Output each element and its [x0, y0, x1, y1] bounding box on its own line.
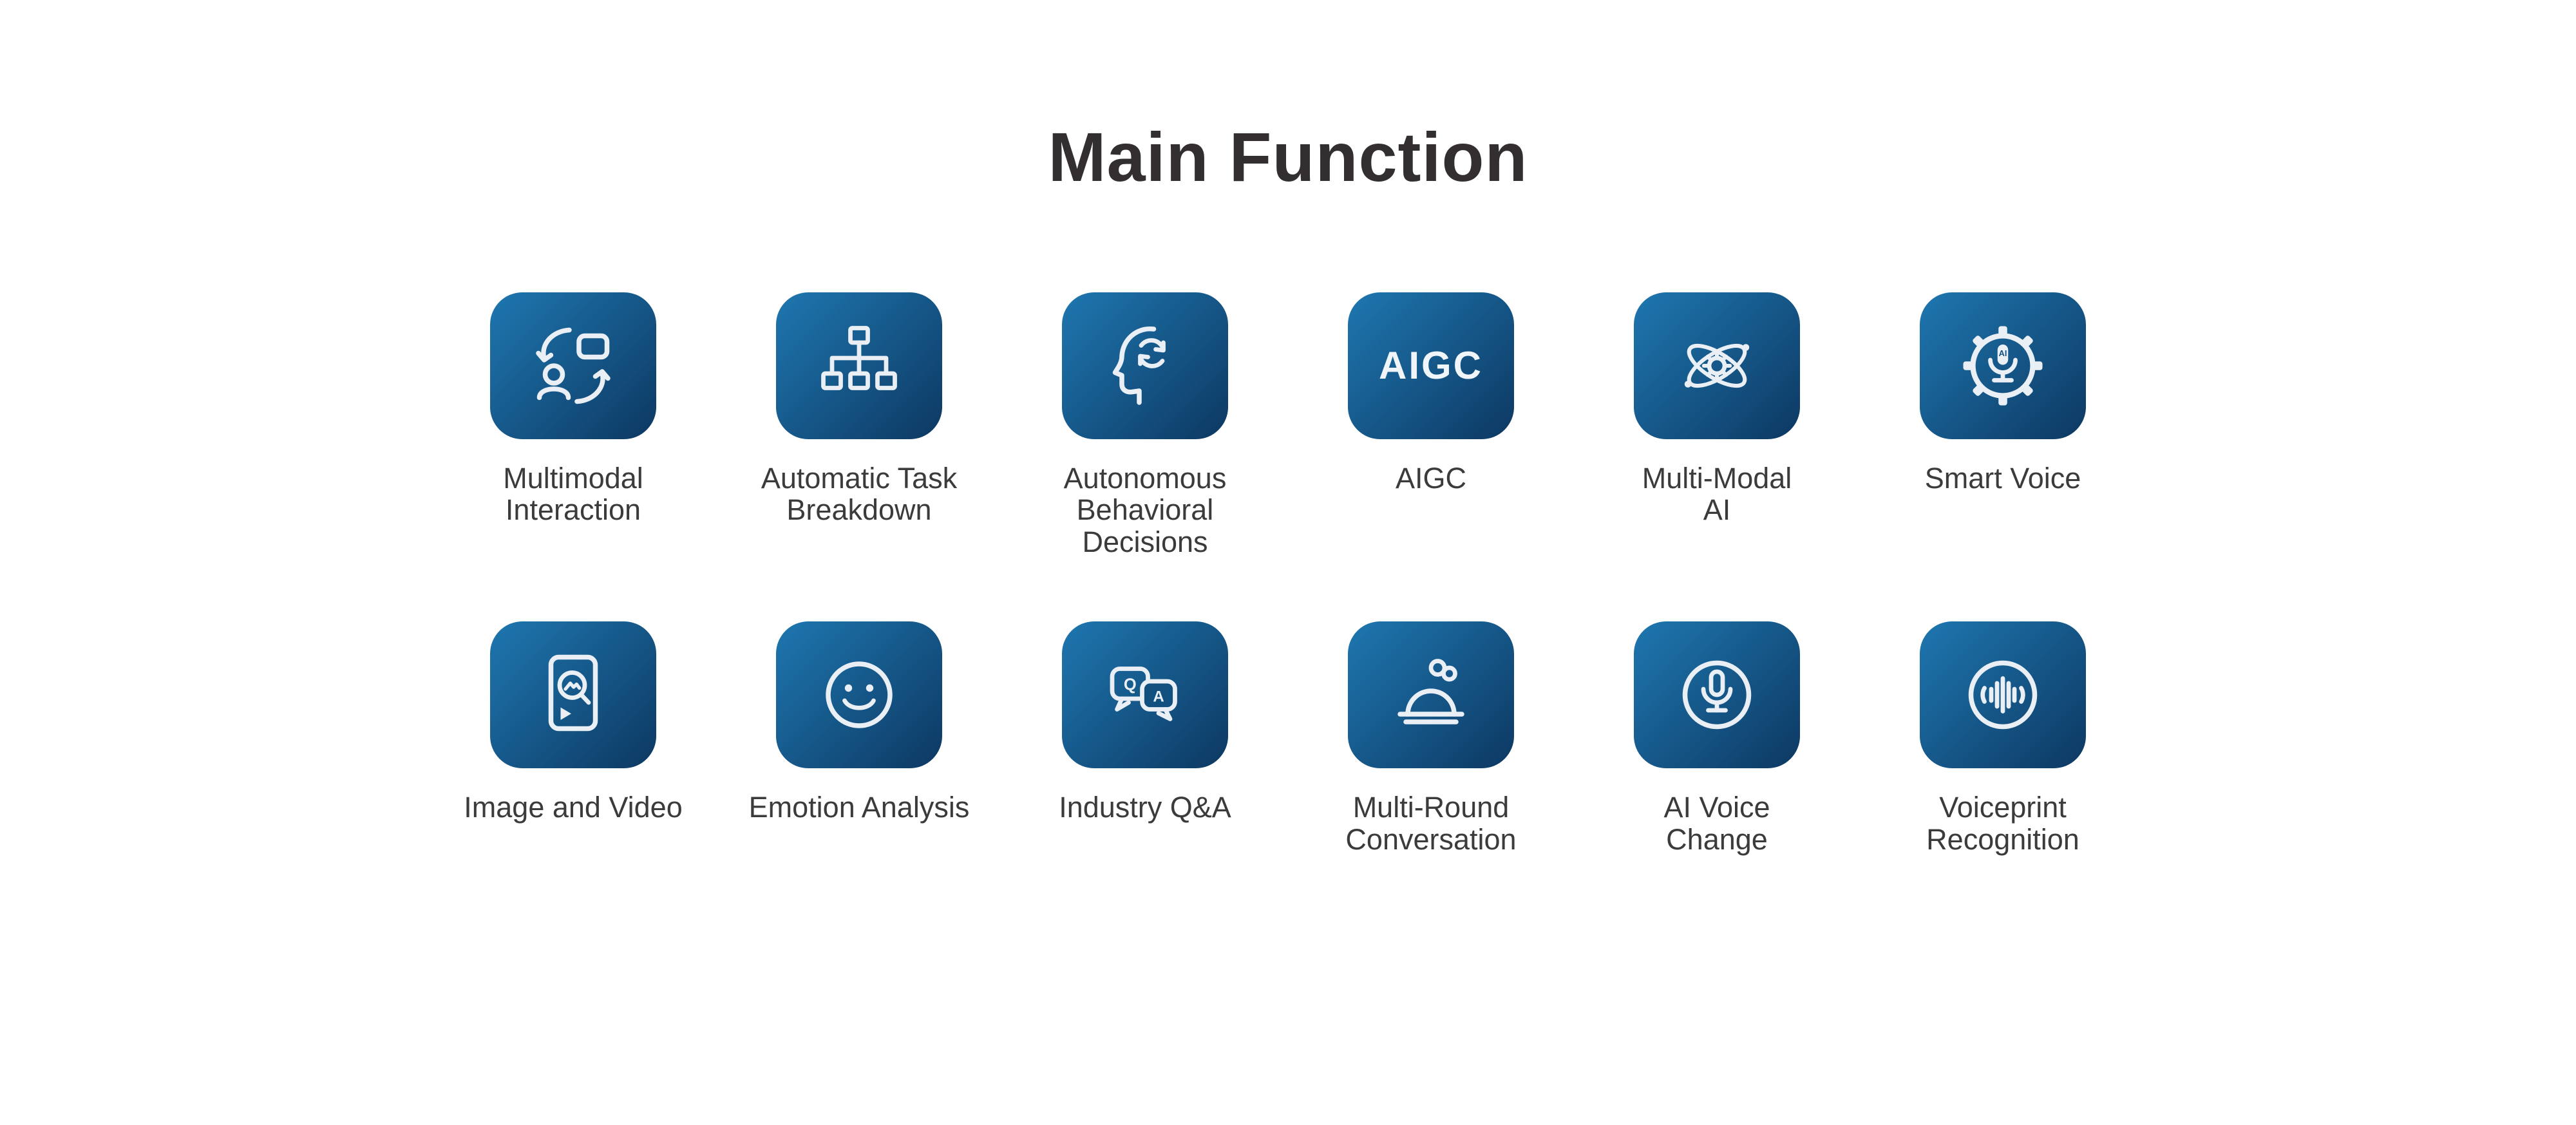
feature-tile: AIGC: [1348, 292, 1514, 439]
feature-tile: Q A: [1062, 621, 1228, 769]
feature-tile: AI: [1920, 292, 2086, 439]
feature-label: Image and Video: [464, 791, 683, 824]
feature-tile: [776, 621, 942, 769]
feature-label: Multi-Modal AI: [1642, 461, 1792, 527]
multimodal-interaction-icon: [536, 327, 611, 404]
feature-multimodal-ai: Multi-Modal AI: [1574, 292, 1860, 558]
feature-tile: [490, 621, 656, 769]
voiceprint-recognition-icon: [1968, 661, 2038, 730]
feature-label: Autonomous Behavioral Decisions: [1063, 461, 1227, 558]
feature-label: AIGC: [1395, 461, 1467, 495]
feature-row-2: Image and Video Emotion Analysis Q: [430, 621, 2146, 855]
svg-text:AI: AI: [1999, 348, 2007, 358]
feature-aigc: AIGC AIGC: [1288, 292, 1574, 558]
feature-label: Industry Q&A: [1059, 791, 1231, 824]
feature-label: Multimodal Interaction: [503, 461, 643, 527]
image-video-icon: [548, 655, 598, 732]
svg-text:A: A: [1153, 688, 1164, 706]
aigc-text: AIGC: [1379, 344, 1483, 388]
feature-tile: [1634, 621, 1800, 769]
feature-image-video: Image and Video: [430, 621, 716, 855]
feature-industry-qa: Q A Industry Q&A: [1002, 621, 1288, 855]
feature-label: AI Voice Change: [1663, 791, 1770, 856]
feature-tile: [1634, 292, 1800, 439]
feature-label: Automatic Task Breakdown: [761, 461, 958, 527]
feature-tile: [490, 292, 656, 439]
emotion-analysis-icon: [826, 661, 893, 729]
feature-tile: [776, 292, 942, 439]
feature-ai-voice-change: AI Voice Change: [1574, 621, 1860, 855]
feature-row-1: Multimodal Interaction Automatic Task Br…: [430, 292, 2146, 558]
feature-multimodal-interaction: Multimodal Interaction: [430, 292, 716, 558]
behavioral-decisions-icon: [1112, 326, 1166, 405]
industry-qa-icon: Q A: [1110, 666, 1177, 722]
feature-multi-round-conversation: Multi-Round Conversation: [1288, 621, 1574, 855]
feature-tile: [1348, 621, 1514, 769]
svg-text:Q: Q: [1124, 676, 1137, 694]
feature-behavioral-decisions: Autonomous Behavioral Decisions: [1002, 292, 1288, 558]
multi-round-conversation-icon: [1397, 659, 1464, 725]
multimodal-ai-icon: [1684, 343, 1750, 388]
feature-task-breakdown: Automatic Task Breakdown: [716, 292, 1002, 558]
feature-label: Voiceprint Recognition: [1926, 791, 2079, 856]
feature-label: Emotion Analysis: [748, 791, 970, 824]
feature-voiceprint-recognition: Voiceprint Recognition: [1860, 621, 2146, 855]
task-breakdown-icon: [821, 325, 897, 390]
feature-label: Smart Voice: [1924, 461, 2081, 495]
feature-grid: Multimodal Interaction Automatic Task Br…: [430, 292, 2146, 856]
feature-tile: [1062, 292, 1228, 439]
feature-emotion-analysis: Emotion Analysis: [716, 621, 1002, 855]
feature-smart-voice: AI Smart Voice: [1860, 292, 2146, 558]
ai-voice-change-icon: [1682, 661, 1752, 730]
feature-label: Multi-Round Conversation: [1345, 791, 1517, 856]
feature-tile: [1920, 621, 2086, 769]
page-title: Main Function: [1048, 118, 1528, 196]
smart-voice-icon: AI: [1963, 326, 2043, 406]
